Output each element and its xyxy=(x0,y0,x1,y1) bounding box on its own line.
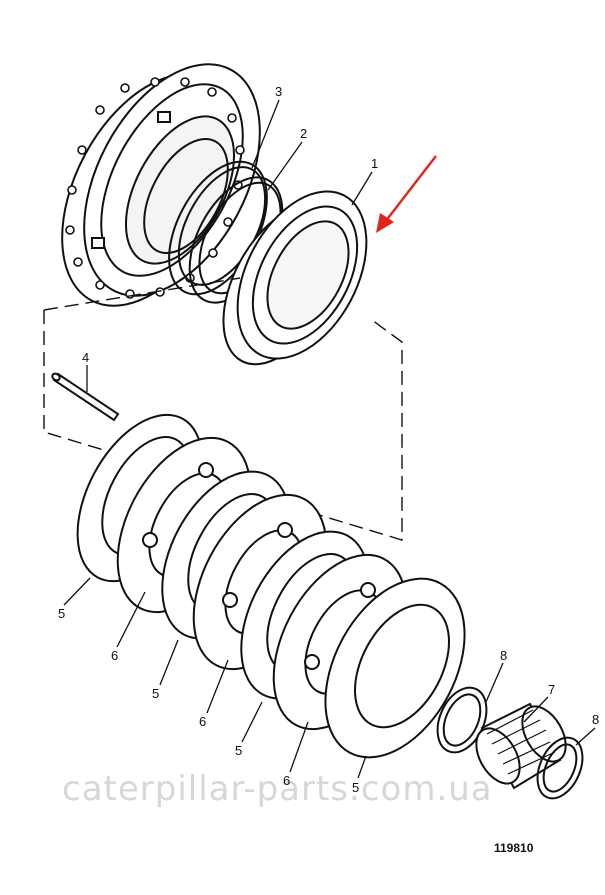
callout-3: 3 xyxy=(275,84,282,99)
circlip-8-lower xyxy=(536,736,584,800)
callout-8a: 8 xyxy=(500,648,507,663)
steel-plate-5d xyxy=(324,577,466,759)
piston-part-1 xyxy=(222,190,368,366)
callout-5d: 5 xyxy=(352,780,359,795)
housing-part xyxy=(61,63,261,307)
callout-1: 1 xyxy=(371,156,378,171)
callout-labels: 1 2 3 4 5 6 5 6 5 6 5 7 8 8 xyxy=(58,84,599,795)
callout-5c: 5 xyxy=(235,743,242,758)
callout-2: 2 xyxy=(300,126,307,141)
assembly-guide-lines xyxy=(43,277,403,541)
leader-lines xyxy=(63,99,596,779)
dowel-pin-4 xyxy=(51,372,120,422)
red-pointer-arrow xyxy=(376,155,437,233)
callout-6a: 6 xyxy=(111,648,118,663)
callout-5b: 5 xyxy=(152,686,159,701)
clutch-plate-stack xyxy=(76,413,466,759)
callout-6c: 6 xyxy=(283,773,290,788)
callout-4: 4 xyxy=(82,350,89,365)
callout-5a: 5 xyxy=(58,606,65,621)
callout-6b: 6 xyxy=(199,714,206,729)
callout-7: 7 xyxy=(548,682,555,697)
splined-sleeve-7 xyxy=(475,702,567,790)
drawing-number: 119810 xyxy=(494,841,534,855)
callout-8b: 8 xyxy=(592,712,599,727)
watermark: caterpillar-parts.com.ua xyxy=(62,769,493,809)
